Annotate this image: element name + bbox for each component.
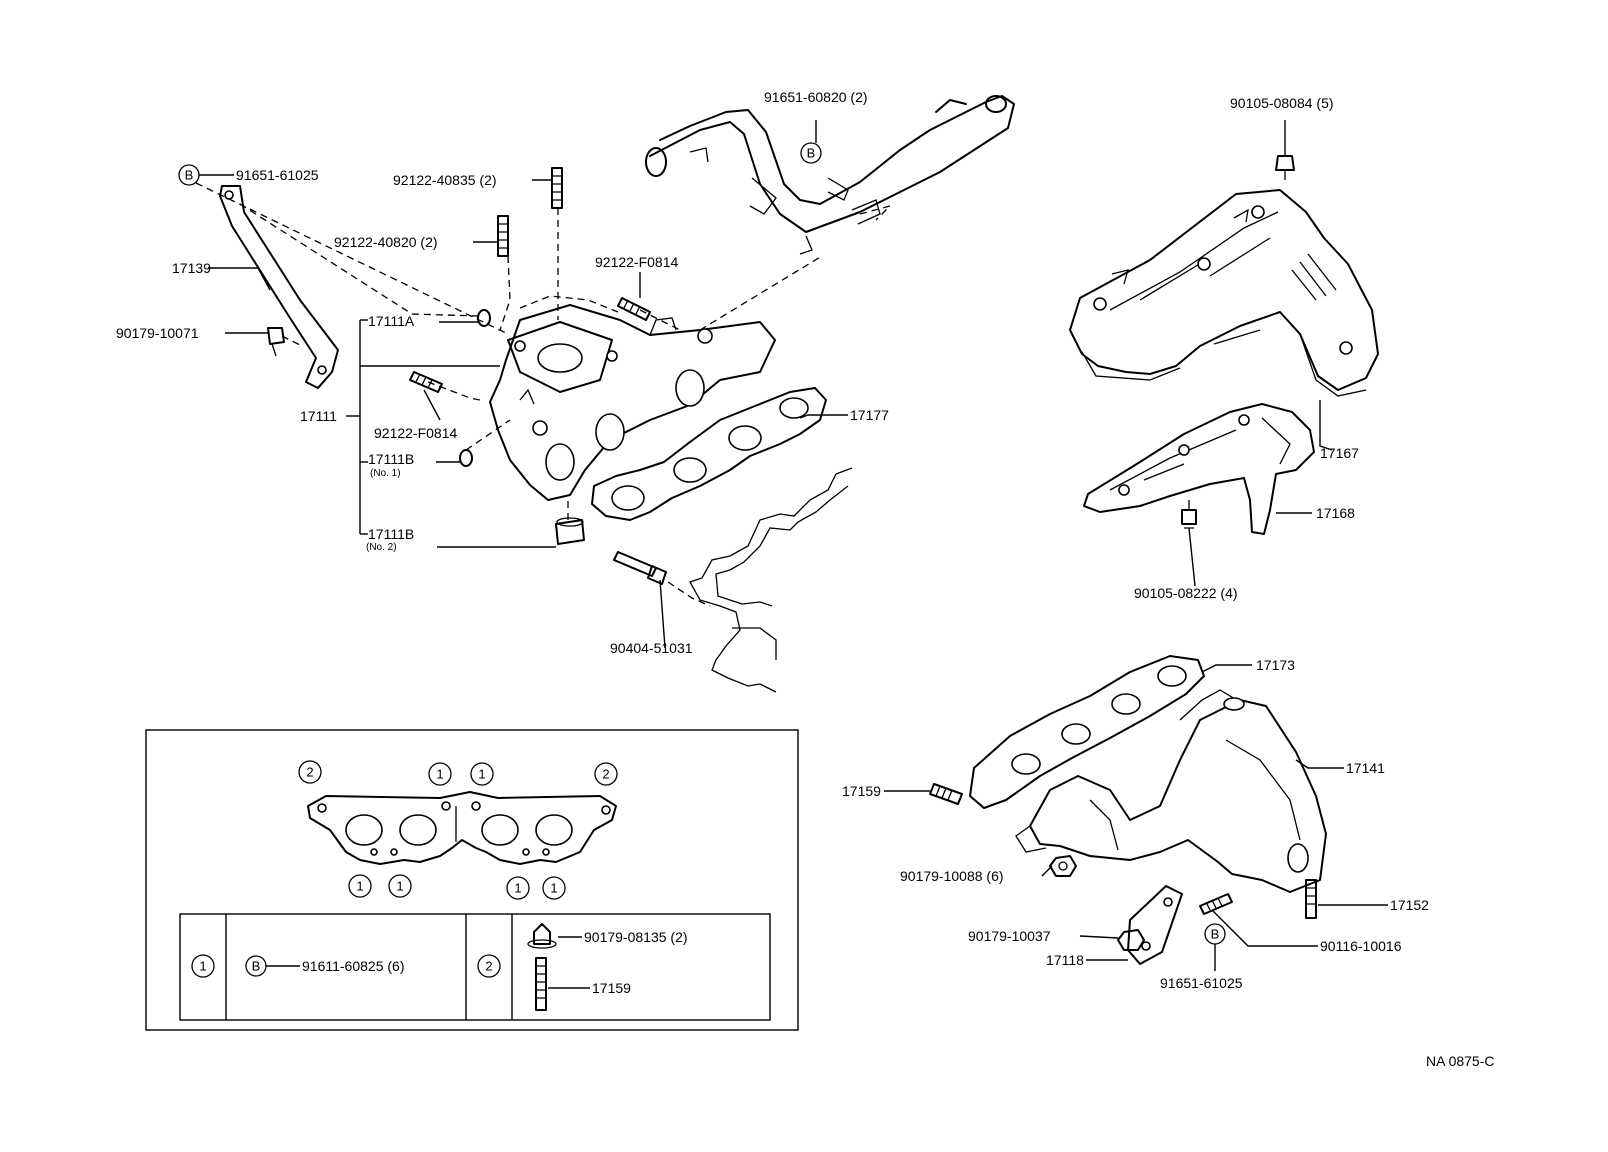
- leader-lines: [199, 120, 1388, 971]
- stud-92122-40820: [497, 215, 509, 257]
- label-91651-61025-top: 91651-61025: [236, 167, 319, 183]
- stud-92122-F0814-b: [409, 371, 443, 393]
- inset-position-markers: 2 1 1 2 1 1 1 1: [298, 760, 618, 900]
- label-91651-60820: 91651-60820 (2): [764, 89, 868, 105]
- label-17111B-no1-sub: (No. 1): [370, 468, 401, 479]
- label-90179-10037: 90179-10037: [968, 928, 1051, 944]
- label-17177: 17177: [850, 407, 889, 423]
- marker-2-top-left: 2: [306, 765, 313, 780]
- engine-block-fragment: [689, 467, 853, 693]
- inset-gasket-drawing: [307, 791, 617, 865]
- marker-1-bottom-c: 1: [514, 881, 521, 896]
- stud-90116-10016: [1199, 893, 1233, 915]
- marker-b-pipe: B: [807, 146, 816, 161]
- label-17167: 17167: [1320, 445, 1359, 461]
- plug-17111B-no1: [459, 449, 473, 467]
- plug-17111B-no2: [555, 517, 585, 545]
- label-17111A: 17111A: [368, 313, 415, 329]
- bracket-17139: [219, 185, 339, 389]
- water-outlet-pipe: [645, 95, 1015, 255]
- label-90179-10088: 90179-10088 (6): [900, 868, 1004, 884]
- stud-92122-40835: [551, 167, 563, 209]
- plug-17111A: [477, 309, 491, 327]
- label-17111B-no1: 17111B: [368, 451, 414, 467]
- exhaust-manifold-17141: [1015, 689, 1327, 893]
- inset-legend-table: 1 B 91611-60825 (6) 2 90179-08135 (2) 17…: [179, 913, 771, 1021]
- label-92122-40820: 92122-40820 (2): [334, 234, 438, 250]
- heat-insulator-17168: [1083, 403, 1315, 535]
- label-17159-right: 17159: [842, 783, 881, 799]
- label-92122-F0814-a: 92122-F0814: [595, 254, 679, 270]
- nut-90179-10037: [1117, 929, 1145, 951]
- gasket-17173: [969, 655, 1205, 809]
- stud-17159-right: [929, 783, 963, 805]
- bolt-90105-08084: [1275, 155, 1295, 180]
- marker-b-circle-top: B: [178, 164, 200, 186]
- label-17141: 17141: [1346, 760, 1385, 776]
- label-90116-10016: 90116-10016: [1320, 938, 1402, 954]
- bolt-90404-51031: [613, 551, 667, 585]
- marker-2-top-right: 2: [602, 767, 609, 782]
- bolt-90105-08222: [1181, 500, 1197, 529]
- marker-1-bottom-a: 1: [356, 879, 363, 894]
- legend-17159: 17159: [592, 980, 631, 996]
- label-17168: 17168: [1316, 505, 1355, 521]
- part-labels: 91651-61025 17139 90179-10071 92122-4083…: [116, 89, 1429, 991]
- label-92122-F0814-b: 92122-F0814: [374, 425, 458, 441]
- label-17173: 17173: [1256, 657, 1295, 673]
- legend-marker-2: 2: [485, 959, 492, 974]
- marker-b-circle-bottom: B: [1204, 923, 1226, 945]
- manifold-17111: [489, 304, 776, 501]
- label-92122-40835: 92122-40835 (2): [393, 172, 497, 188]
- label-17139: 17139: [172, 260, 211, 276]
- label-91651-61025-bottom: 91651-61025: [1160, 975, 1243, 991]
- label-17152: 17152: [1390, 897, 1429, 913]
- bolt-90179-10071: [267, 327, 285, 357]
- assembly-lines-upper-left: [195, 182, 823, 607]
- marker-b-bottom: B: [1211, 927, 1220, 942]
- label-17111B-no2: 17111B: [368, 526, 414, 542]
- nut-90179-10088: [1049, 855, 1077, 877]
- inset-stud-17159: [535, 957, 547, 1011]
- label-17118: 17118: [1046, 952, 1084, 968]
- drawing-code: NA 0875-C: [1426, 1053, 1494, 1069]
- label-90404-51031: 90404-51031: [610, 640, 693, 656]
- marker-1-bottom-b: 1: [396, 879, 403, 894]
- label-90105-08084: 90105-08084 (5): [1230, 95, 1334, 111]
- inset-nut-90179-08135: [527, 923, 557, 949]
- legend-91611-60825: 91611-60825 (6): [302, 958, 404, 974]
- stud-92122-F0814-a: [617, 297, 651, 321]
- label-17111: 17111: [300, 408, 337, 424]
- legend-90179-08135: 90179-08135 (2): [584, 929, 688, 945]
- marker-1-top-b: 1: [478, 767, 485, 782]
- label-17111B-no2-sub: (No. 2): [366, 542, 397, 553]
- legend-marker-b: B: [252, 959, 261, 974]
- label-90179-10071: 90179-10071: [116, 325, 199, 341]
- gasket-legend-inset: 2 1 1 2 1 1 1 1 1 B 91611-60825 (6) 2 9: [145, 729, 799, 1031]
- marker-1-bottom-d: 1: [550, 881, 557, 896]
- legend-marker-1: 1: [199, 959, 206, 974]
- stay-17118: [1127, 885, 1183, 965]
- stud-17152: [1305, 879, 1317, 919]
- label-90105-08222: 90105-08222 (4): [1134, 585, 1238, 601]
- marker-1-top-a: 1: [436, 767, 443, 782]
- marker-b-circle-pipe: B: [800, 142, 822, 164]
- heat-insulator-17167: [1069, 189, 1379, 397]
- gasket-17177: [591, 387, 827, 521]
- marker-b-top: B: [185, 168, 194, 183]
